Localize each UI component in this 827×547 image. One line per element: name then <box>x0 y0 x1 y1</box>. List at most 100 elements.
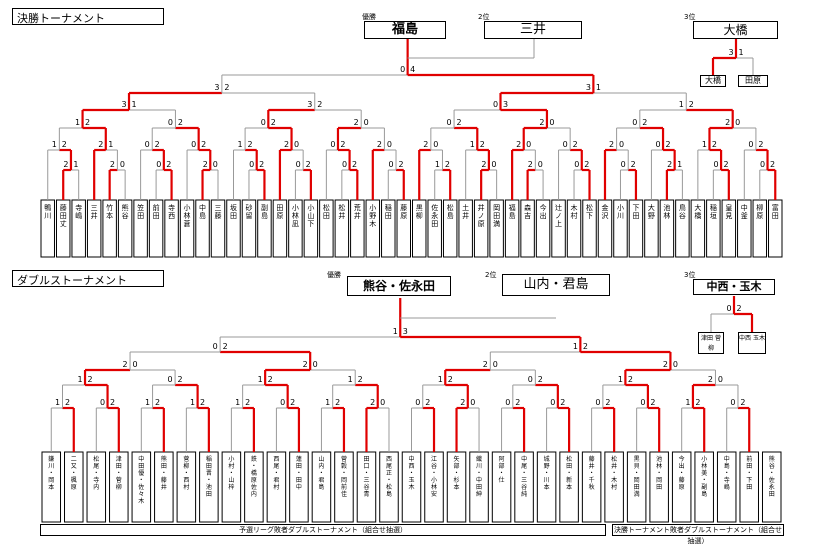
name-char: ・ <box>116 470 122 477</box>
singles-r1-score-b: 0 <box>213 160 218 169</box>
name-char: 田 <box>566 463 572 470</box>
name-char: 砂 <box>245 203 252 212</box>
name-char: 田 <box>493 212 500 220</box>
doubles-r1-score-b: 2 <box>245 398 250 407</box>
name-char: ・ <box>408 470 414 477</box>
singles-r2-score-b: 0 <box>294 140 299 149</box>
name-char: 井 <box>354 211 361 220</box>
doubles-r1-score-b: 2 <box>560 398 565 407</box>
singles-r2-score-a: 2 <box>98 140 103 149</box>
doubles-team-name-text: 西尾正・松島 <box>386 456 392 498</box>
singles-player-name: 松下 <box>586 203 593 220</box>
singles-player-name: 小林凪 <box>292 203 299 228</box>
name-char: 西 <box>408 463 414 470</box>
name-char: 西 <box>168 212 175 220</box>
doubles-r1-score-a: 0 <box>550 398 555 407</box>
name-char: 池 <box>656 455 662 463</box>
name-char: 菅 <box>341 455 347 463</box>
singles-player-name: 稲田 <box>385 203 392 220</box>
doubles-team-name-text: 中尾・三谷純 <box>521 455 527 498</box>
singles-first-label: 優勝 <box>362 13 376 21</box>
doubles-r1-score-a: 0 <box>280 398 285 407</box>
singles-r1-score-a: 0 <box>574 160 579 169</box>
name-char: 晋 <box>206 470 212 477</box>
singles-r2-score-a: 2 <box>377 140 382 149</box>
singles-player-name: 木村 <box>571 203 578 220</box>
name-char: 松 <box>323 203 330 212</box>
name-char: 沢 <box>601 211 608 220</box>
singles-r2-score-a: 2 <box>609 140 614 149</box>
singles-player-name: 熊谷 <box>122 203 129 220</box>
singles-r1-score-b: 0 <box>120 160 125 169</box>
name-char: 寺 <box>75 204 82 212</box>
singles-r2-score-b: 0 <box>526 140 531 149</box>
name-char: 織 <box>476 455 482 463</box>
name-char: 田 <box>634 484 640 491</box>
name-char: 寺 <box>724 476 730 484</box>
singles-r2-score-a: 0 <box>145 140 150 149</box>
singles-second-label: 2位 <box>478 13 490 21</box>
name-char: 々 <box>138 491 144 498</box>
name-char: 土 <box>462 203 469 212</box>
singles-r1-score-a: 0 <box>714 160 719 169</box>
doubles-r1-score-a: 0 <box>415 398 420 407</box>
name-char: 留 <box>245 211 252 220</box>
name-char: 小 <box>617 203 624 212</box>
name-char: 紳 <box>476 490 482 498</box>
doubles-r1-score-a: 0 <box>595 398 600 407</box>
doubles-r2-score-b: 2 <box>178 375 183 384</box>
name-char: 谷 <box>363 483 369 491</box>
singles-r1-score-a: 0 <box>388 160 393 169</box>
name-char: 大 <box>694 203 701 212</box>
name-char: 藤 <box>215 211 222 220</box>
name-char: ・ <box>138 477 144 484</box>
singles-r2-score-a: 1 <box>702 140 707 149</box>
singles-r2-score-b: 0 <box>387 140 392 149</box>
name-char: 荒 <box>354 203 361 212</box>
singles-player-name: 前田 <box>153 203 160 220</box>
name-char: 岡 <box>634 477 640 484</box>
singles-player-name: 砂留 <box>245 203 252 220</box>
name-char: ・ <box>544 470 550 477</box>
doubles-team-name-text: 二又・楓原 <box>71 456 77 491</box>
name-char: ・ <box>93 470 99 477</box>
name-char: 中 <box>199 203 206 212</box>
singles-r1-score-b: 2 <box>166 160 171 169</box>
doubles-sf-score-a: 0 <box>213 342 218 351</box>
singles-r2-score-b: 1 <box>108 140 113 149</box>
name-char: 矢 <box>454 455 460 463</box>
singles-r2-score-b: 2 <box>201 140 206 149</box>
name-char: 原 <box>400 212 407 220</box>
name-char: 内 <box>318 462 324 470</box>
singles-r1-score-a: 2 <box>110 160 115 169</box>
name-char: 三 <box>91 204 98 212</box>
name-char: 三 <box>363 477 369 484</box>
name-char: 木 <box>138 497 144 505</box>
doubles-final-score-a: 1 <box>393 327 398 336</box>
doubles-qf-score-a: 2 <box>483 360 488 369</box>
singles-r2-score-b: 2 <box>480 140 485 149</box>
singles-r1-score-a: 0 <box>621 160 626 169</box>
singles-player-name: 藤田丈 <box>60 203 67 228</box>
name-char: ・ <box>454 470 460 477</box>
singles-sf-score-b: 1 <box>596 83 601 92</box>
name-char: 佐 <box>251 483 257 491</box>
singles-r2-score-b: 2 <box>155 140 160 149</box>
doubles-r1-score-a: 2 <box>370 398 375 407</box>
singles-r1-score-a: 1 <box>435 160 440 169</box>
singles-r2-score-a: 0 <box>655 140 660 149</box>
name-char: 鉄 <box>251 455 257 463</box>
doubles-team-name-text: 小林美・副島 <box>701 455 707 498</box>
name-char: 原 <box>756 212 763 220</box>
name-char: 美 <box>701 469 707 477</box>
singles-r1-score-a: 0 <box>156 160 161 169</box>
name-char: 前 <box>153 203 160 212</box>
name-char: ・ <box>656 470 662 477</box>
singles-r1-score-a: 2 <box>481 160 486 169</box>
doubles-team-name-text: 前田・下田 <box>746 455 752 491</box>
name-char: 岡 <box>493 204 500 212</box>
singles-r16-score-b: 2 <box>271 118 276 127</box>
name-char: 西 <box>386 456 392 463</box>
name-char: 坂 <box>230 203 237 212</box>
name-char: 下 <box>586 212 593 220</box>
